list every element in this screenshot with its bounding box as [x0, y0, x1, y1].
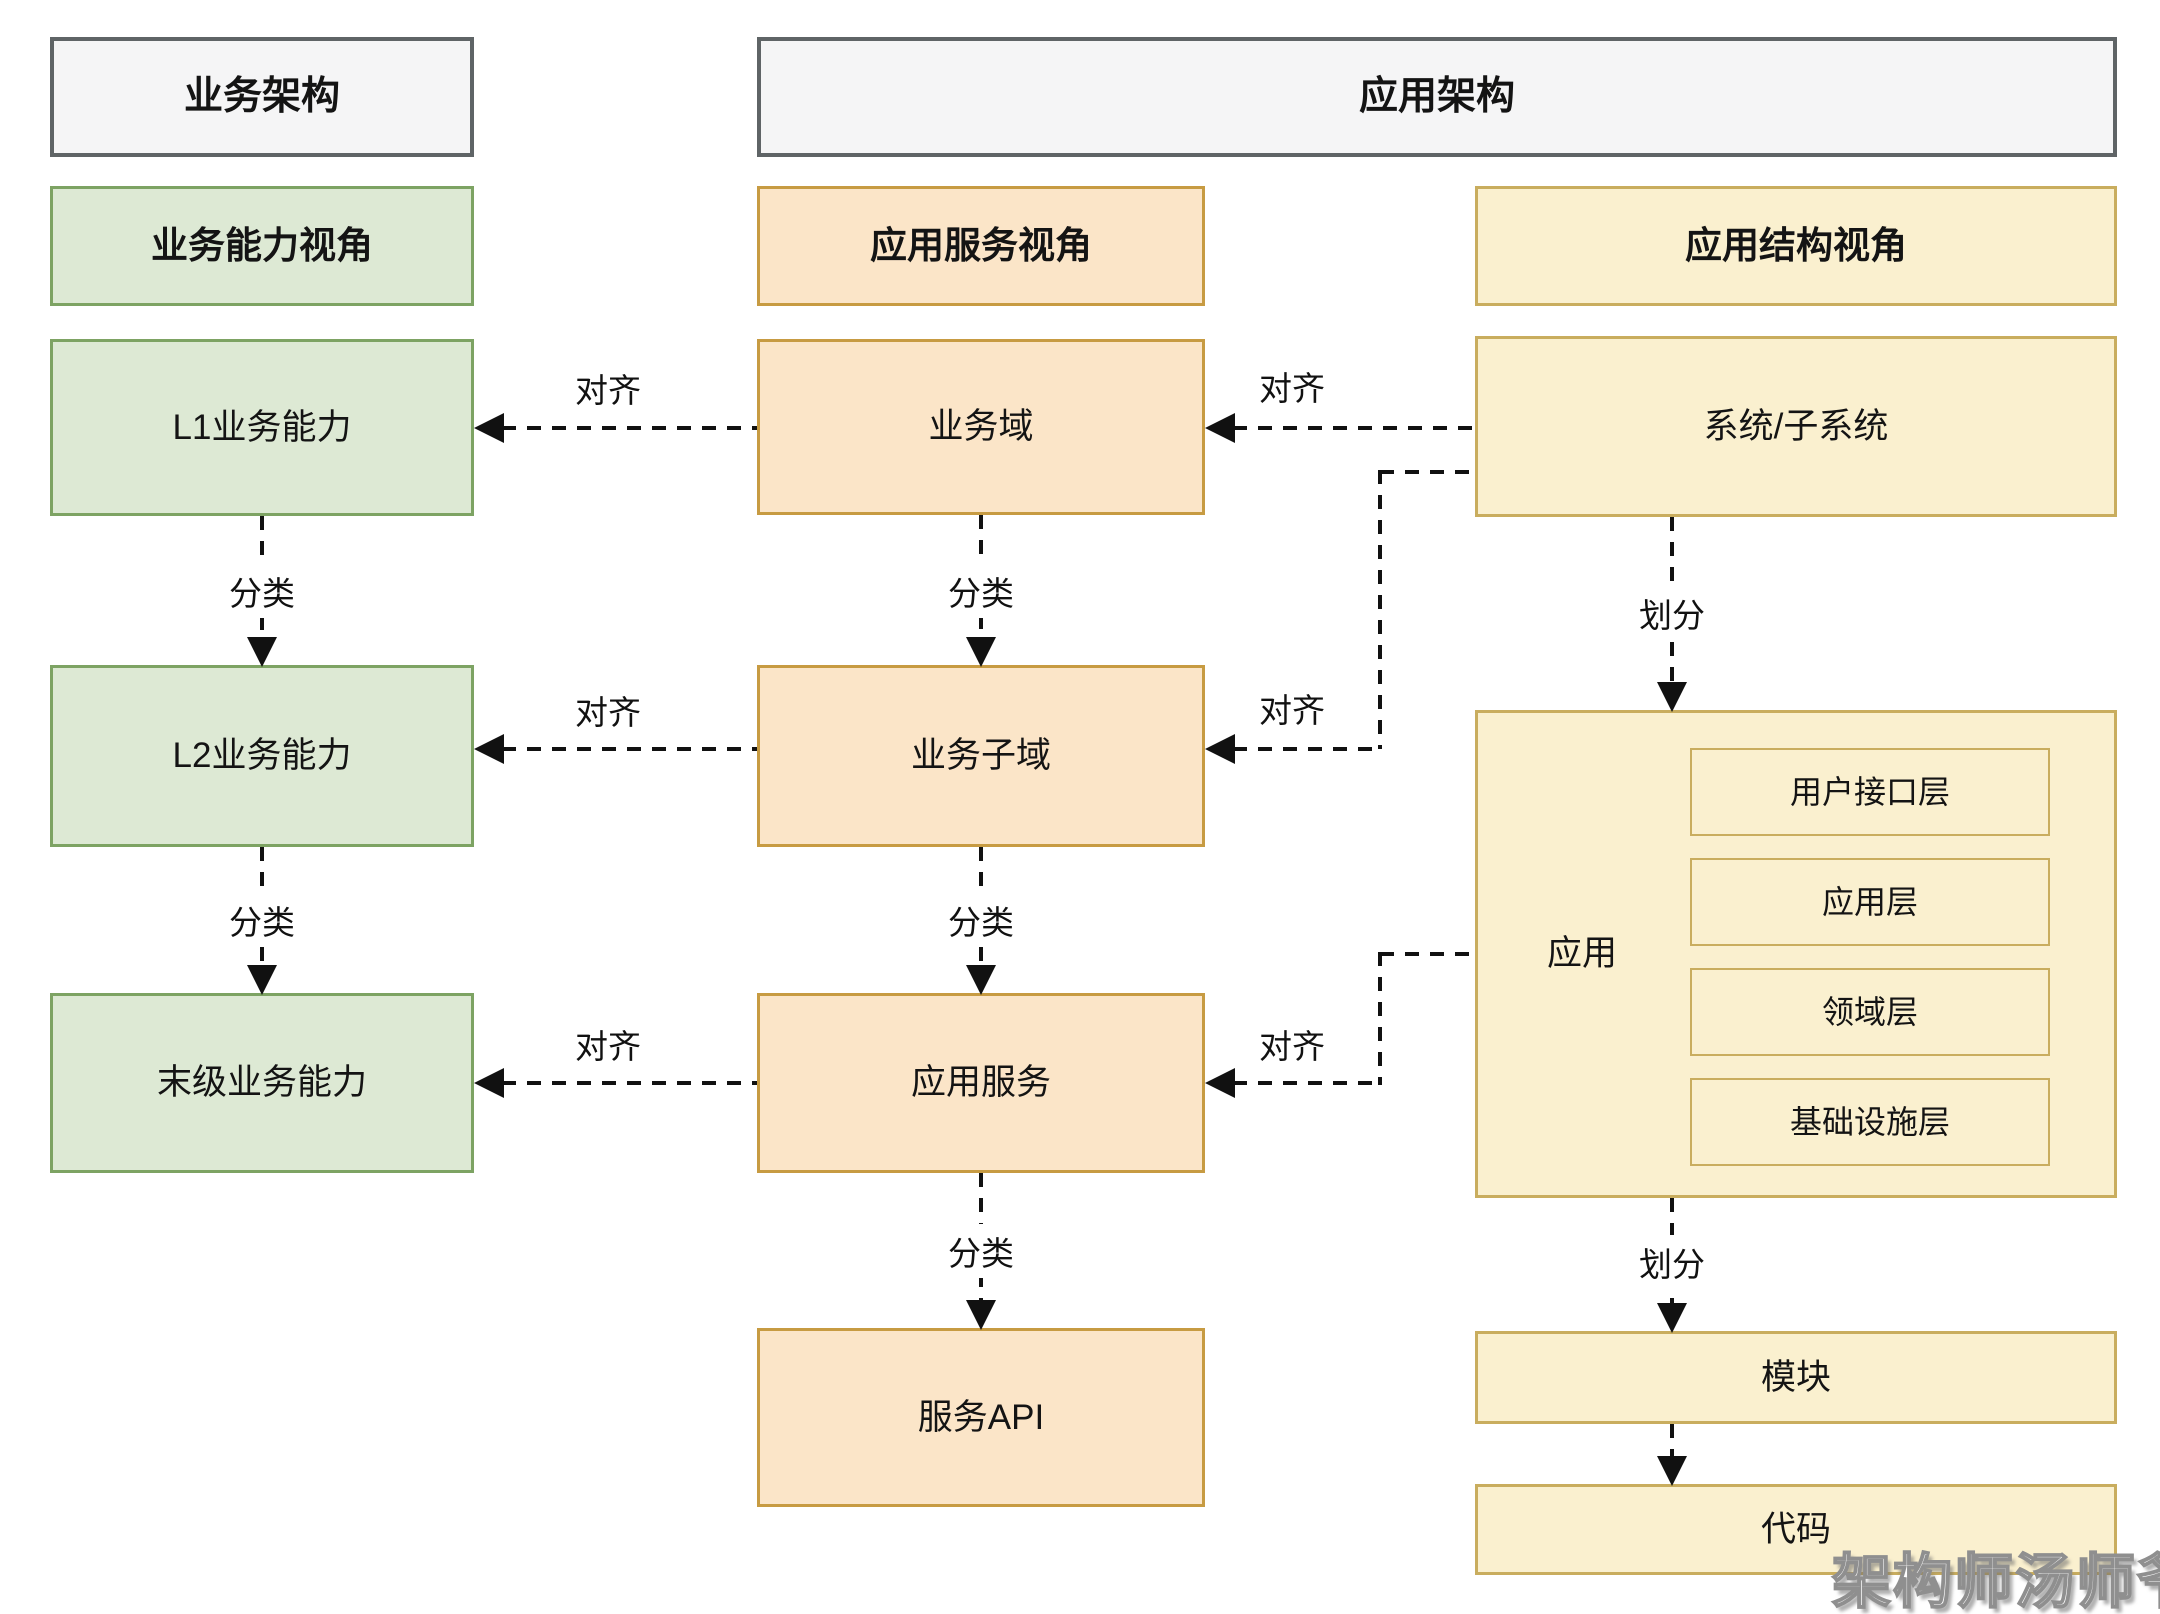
- node-code-label: 代码: [1760, 1509, 1831, 1549]
- connector-system-domain: [1233, 426, 1475, 430]
- node-layer-ui: 用户接口层: [1690, 748, 2050, 836]
- connector-application-service-seg3: [1233, 1081, 1380, 1085]
- node-layer-infrastructure-label: 基础设施层: [1789, 1103, 1950, 1140]
- node-service-api-label: 服务API: [917, 1397, 1045, 1437]
- edge-label-classify-3: 分类: [942, 564, 1020, 618]
- node-leaf-business-capability: 末级业务能力: [50, 993, 474, 1173]
- arrowhead-application-module: [1657, 1303, 1687, 1333]
- application-service-view-header: 应用服务视角: [757, 186, 1205, 306]
- node-layer-domain-label: 领域层: [1821, 993, 1918, 1030]
- node-service-api: 服务API: [757, 1328, 1205, 1507]
- arrowhead-module-code: [1657, 1456, 1687, 1486]
- edge-label-align-1: 对齐: [575, 372, 641, 409]
- edge-label-align-3: 对齐: [575, 694, 641, 731]
- edge-label-align-2: 对齐: [1259, 370, 1325, 407]
- connector-service-leaf: [502, 1081, 757, 1085]
- node-layer-infrastructure: 基础设施层: [1690, 1078, 2050, 1166]
- node-business-domain: 业务域: [757, 339, 1205, 515]
- edge-label-classify-2: 分类: [223, 893, 301, 947]
- edge-label-partition-1: 划分: [1633, 586, 1711, 640]
- arrowhead-service-leaf: [474, 1068, 504, 1098]
- node-application-service-label: 应用服务: [910, 1063, 1051, 1102]
- edge-label-classify-5: 分类: [942, 1224, 1020, 1278]
- business-capability-view-title: 业务能力视角: [151, 224, 373, 266]
- node-layer-domain: 领域层: [1690, 968, 2050, 1056]
- node-application-label: 应用: [1482, 925, 1682, 976]
- arrowhead-domain-l1: [474, 413, 504, 443]
- node-module-label: 模块: [1760, 1357, 1831, 1397]
- node-layer-application-label: 应用层: [1821, 883, 1918, 920]
- edge-label-classify-4: 分类: [942, 893, 1020, 947]
- node-l2-label: L2业务能力: [172, 736, 352, 775]
- edge-label-align-5: 对齐: [575, 1028, 641, 1065]
- arrowhead-subdomain-service: [966, 965, 996, 995]
- arrowhead-domain-subdomain: [966, 637, 996, 667]
- connector-module-code: [1670, 1424, 1674, 1458]
- node-system-subsystem: 系统/子系统: [1475, 336, 2117, 517]
- application-structure-view-header: 应用结构视角: [1475, 186, 2117, 306]
- business-architecture-title: 业务架构: [183, 74, 340, 118]
- arrowhead-application-service: [1205, 1068, 1235, 1098]
- connector-domain-l1: [502, 426, 757, 430]
- edge-label-align-6: 对齐: [1259, 1028, 1325, 1065]
- node-module: 模块: [1475, 1331, 2117, 1424]
- watermark: 架构师汤师爷: [1831, 1548, 2160, 1614]
- edge-label-partition-2: 划分: [1633, 1235, 1711, 1289]
- node-system-subsystem-label: 系统/子系统: [1703, 406, 1889, 446]
- arrowhead-l1-l2: [247, 637, 277, 667]
- node-l1-label: L1业务能力: [172, 407, 352, 447]
- node-application-service: 应用服务: [757, 993, 1205, 1173]
- business-architecture-header: 业务架构: [50, 37, 474, 157]
- business-capability-view-header: 业务能力视角: [50, 186, 474, 306]
- node-business-subdomain: 业务子域: [757, 665, 1205, 847]
- application-architecture-header: 应用架构: [757, 37, 2117, 157]
- connector-system-subdomain-seg1: [1380, 470, 1475, 474]
- node-layer-ui-label: 用户接口层: [1789, 773, 1950, 810]
- arrowhead-subdomain-l2: [474, 734, 504, 764]
- arrowhead-system-subdomain: [1205, 734, 1235, 764]
- connector-system-subdomain-seg3: [1233, 747, 1380, 751]
- node-business-subdomain-label: 业务子域: [910, 736, 1051, 775]
- connector-subdomain-l2: [502, 747, 757, 751]
- node-layer-application: 应用层: [1690, 858, 2050, 946]
- connector-application-service-seg2: [1378, 952, 1382, 1085]
- edge-label-align-4: 对齐: [1259, 692, 1325, 729]
- arrowhead-service-api: [966, 1300, 996, 1330]
- edge-label-classify-1: 分类: [223, 564, 301, 618]
- node-business-domain-label: 业务域: [928, 407, 1034, 446]
- arrowhead-l2-leaf: [247, 965, 277, 995]
- application-service-view-title: 应用服务视角: [870, 224, 1092, 266]
- application-label-text: 应用: [1546, 934, 1617, 973]
- node-l2-business-capability: L2业务能力: [50, 665, 474, 847]
- application-architecture-title: 应用架构: [1358, 74, 1515, 118]
- node-l1-business-capability: L1业务能力: [50, 339, 474, 516]
- node-leaf-label: 末级业务能力: [156, 1063, 367, 1102]
- arrowhead-system-domain: [1205, 413, 1235, 443]
- connector-system-subdomain-seg2: [1378, 470, 1382, 749]
- connector-application-service-seg1: [1380, 952, 1475, 956]
- arrowhead-system-application: [1657, 682, 1687, 712]
- node-code: 代码: [1475, 1484, 2117, 1575]
- application-structure-view-title: 应用结构视角: [1685, 224, 1907, 266]
